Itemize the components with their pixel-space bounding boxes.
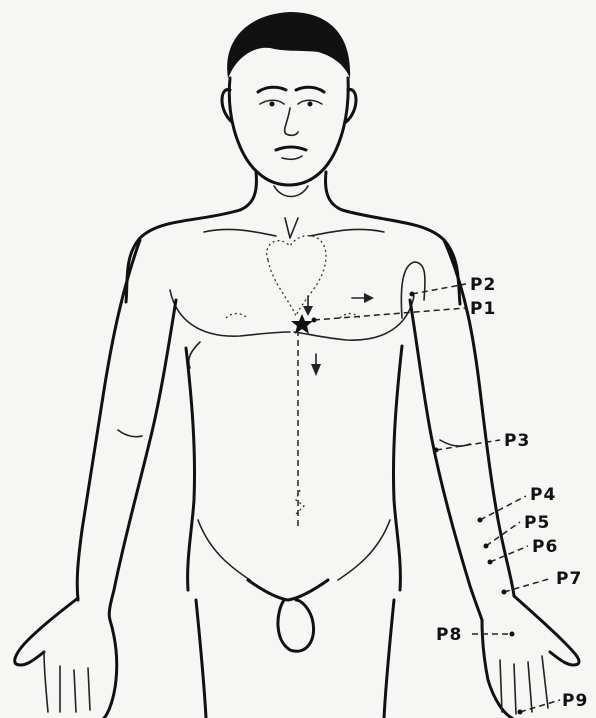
label-P3: P3: [504, 431, 530, 451]
leader-P4: [480, 496, 526, 520]
label-P9: P9: [562, 691, 588, 711]
marker-P5: [484, 544, 489, 549]
heart-meridian: [226, 236, 425, 530]
marker-P2: [410, 292, 415, 297]
torso: [126, 210, 460, 718]
leader-lines: [314, 284, 560, 712]
label-P8: P8: [436, 625, 462, 645]
label-P7: P7: [556, 569, 582, 589]
marker-P6: [488, 560, 493, 565]
marker-P3: [434, 448, 439, 453]
marker-P1: [312, 318, 317, 323]
label-P5: P5: [524, 513, 550, 533]
head: [222, 12, 356, 210]
label-P2: P2: [470, 275, 496, 295]
left-arm: [15, 240, 176, 718]
marker-P7: [502, 590, 507, 595]
leader-P6: [490, 546, 528, 562]
marker-P4: [478, 518, 483, 523]
marker-P9: [518, 710, 523, 715]
leader-P9: [520, 700, 560, 712]
label-P6: P6: [532, 537, 558, 557]
leader-P1: [314, 308, 466, 320]
label-P1: P1: [470, 299, 496, 319]
marker-P8: [510, 632, 515, 637]
label-P4: P4: [530, 485, 556, 505]
leader-P3: [436, 440, 500, 450]
